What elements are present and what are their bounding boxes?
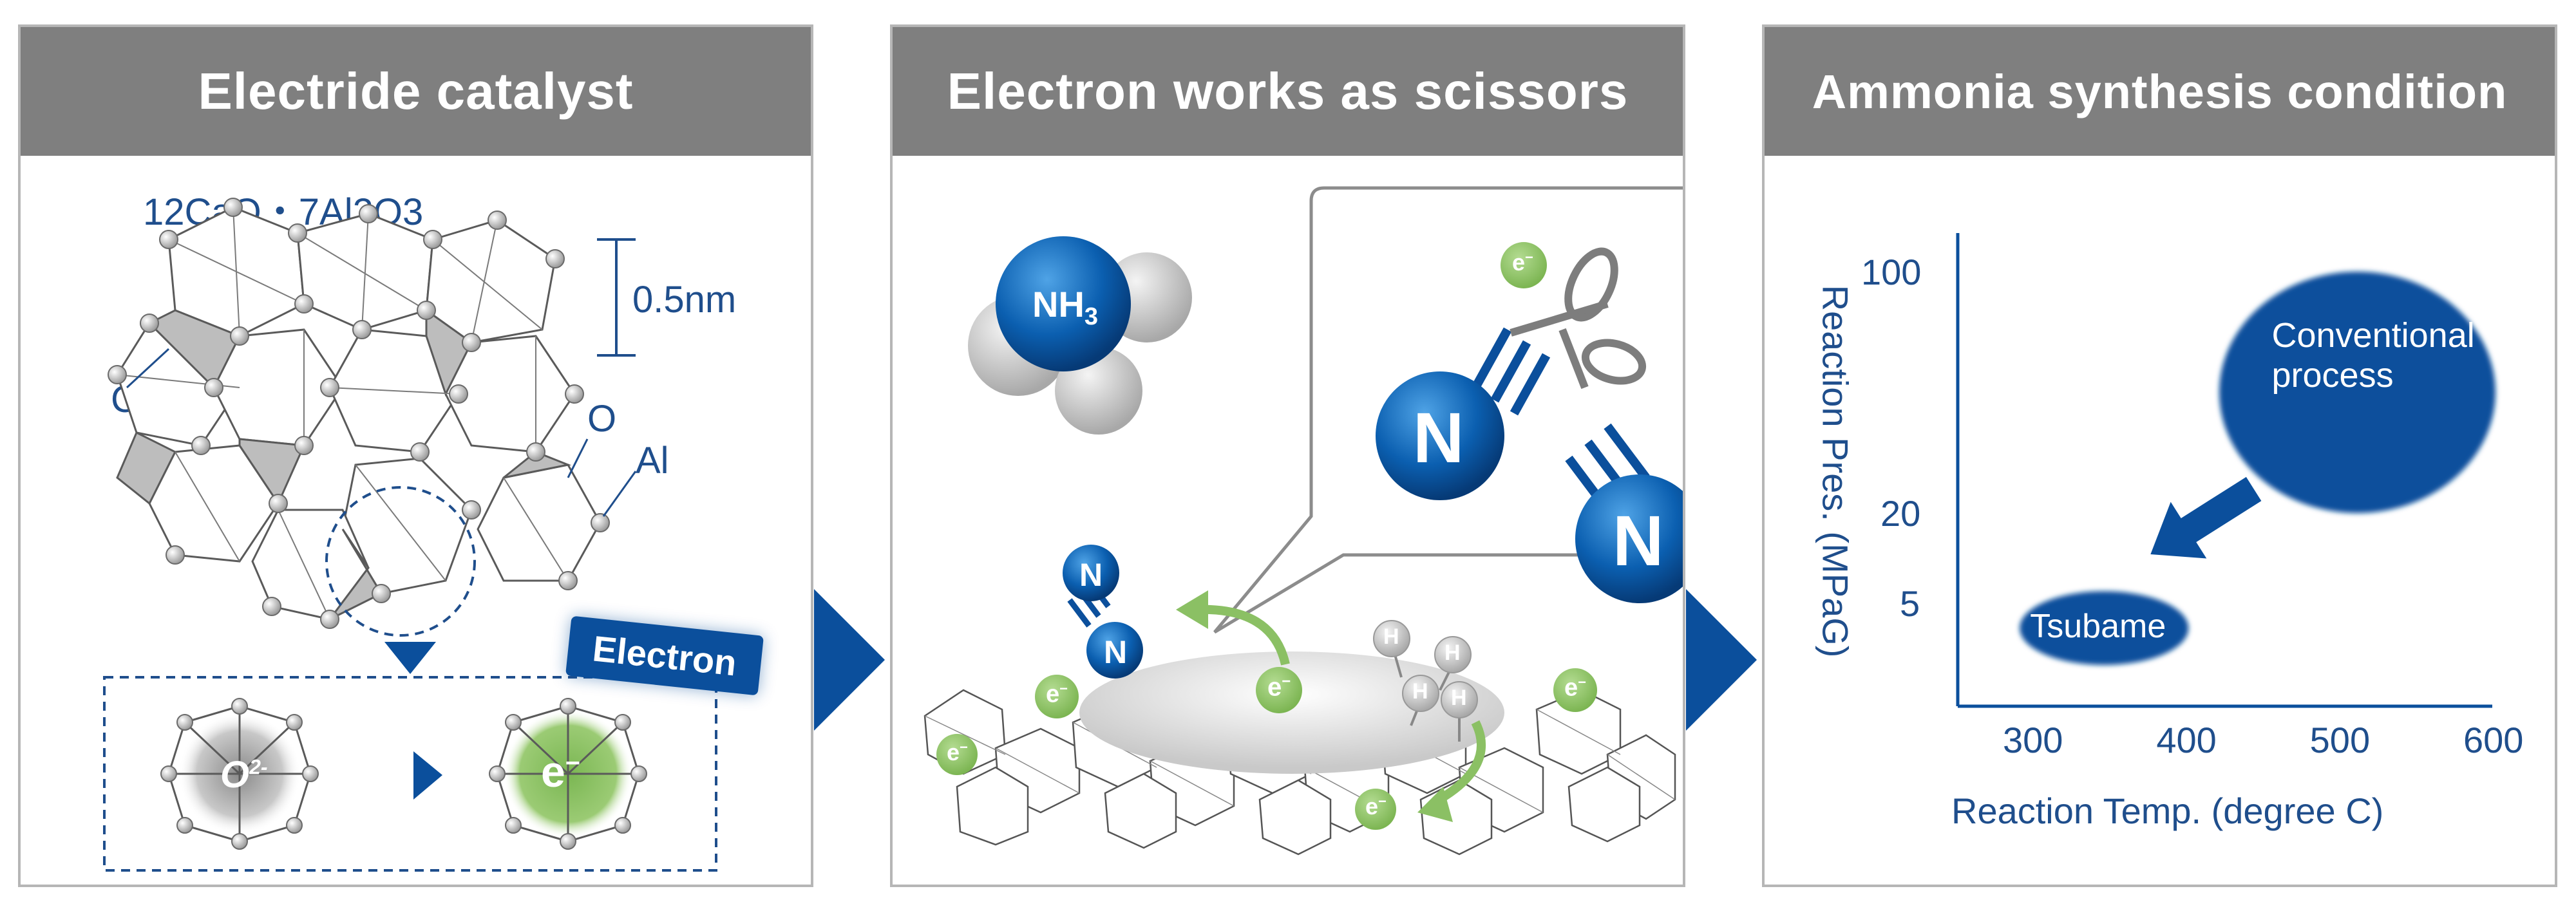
x-tick-label: 300 [2003,720,2063,760]
surface-electron-label-4: e− [1564,674,1586,702]
panel-title: Electride catalyst [21,27,811,156]
surface-electrons [936,667,1597,830]
nh3-molecule-icon [968,236,1192,435]
y-axis-label: Reaction Pres. (MPaG) [1815,285,1856,658]
metal-particle [1079,651,1504,774]
x-tick-label: 400 [2156,720,2217,760]
hydrogen-label-2: H [1444,641,1461,665]
down-triangle-icon [384,642,436,674]
bubble-electron-label: e− [1512,249,1533,276]
surface-electron-label-1: e− [1267,673,1291,702]
hydrogen-label-3: H [1412,679,1428,704]
small-nitrogen-molecule [1063,545,1143,679]
x-tick-label: 600 [2463,720,2524,760]
electron-in-cage-label: e− [541,747,581,796]
synthesis-condition-chart [1956,233,2496,708]
y-tick-label: 5 [1900,583,1920,624]
small-nitrogen-atom-top: N [1079,557,1103,593]
panel-title: Ammonia synthesis condition [1765,27,2555,156]
surface-electron-label-2: e− [1046,680,1068,708]
scissors-illustration [923,186,1683,856]
x-tick-label: 500 [2309,720,2371,760]
tsubame-region [2020,591,2189,665]
crystal-structure-illustration [103,198,717,872]
electron-cage-icon [489,698,647,850]
hydrogen-atoms [1373,620,1478,742]
conventional-process-region [2219,272,2496,513]
nh3-label: NH3 [1032,284,1099,331]
improvement-arrow [2150,476,2262,559]
hydrogen-label-4: H [1451,686,1467,710]
panel-electride-catalyst: Electride catalyst 12CaO・7Al2O3 0.5nm Ca… [18,24,813,887]
al-label: Al [636,440,669,482]
right-triangle-icon [413,751,442,800]
nitrogen-split-illustration [1376,327,1683,603]
highlight-cage-circle [325,486,476,637]
scissors-icon [1510,247,1647,389]
panel-ammonia-synthesis: Ammonia synthesis condition 300 400 500 600… [1762,24,2557,887]
electron-transfer-arrows [1195,604,1486,807]
small-nitrogen-atom-bottom: N [1104,634,1128,670]
electron-icon [1501,242,1547,288]
nitrogen-atom-right: N [1613,501,1664,581]
flow-arrow-2 [1686,589,1757,731]
oxygen-cage-icon [160,698,319,850]
nitrogen-atom-left: N [1413,398,1464,478]
surface-electron-label-5: e− [1365,793,1387,820]
hydrogen-label-1: H [1383,624,1399,649]
x-axis-label: Reaction Temp. (degree C) [1951,791,2384,831]
flow-arrow-1 [814,589,885,731]
panel-electron-scissors: Electron works as scissors [890,24,1685,887]
panel-title: Electron works as scissors [893,27,1683,156]
oxygen-ion-label: O2- [220,754,268,796]
conventional-process-label: Conventional process [2271,315,2475,395]
o-label: O [587,398,617,440]
tsubame-label: Tsubame [2030,607,2166,645]
y-tick-label: 20 [1880,493,1921,534]
scale-label: 0.5nm [632,279,737,321]
y-tick-label: 100 [1861,252,1922,292]
surface-electron-label-3: e− [947,739,968,765]
